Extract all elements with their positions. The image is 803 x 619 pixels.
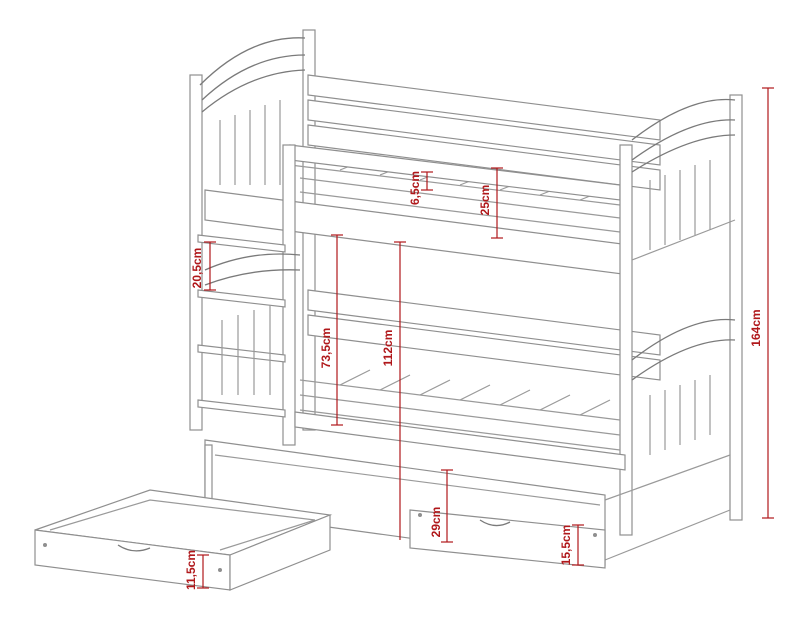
label-clearance: 73,5cm [319, 328, 333, 369]
ladder [197, 234, 286, 418]
label-upper-rail: 25cm [478, 185, 492, 216]
label-trundle-height: 29cm [429, 507, 443, 538]
label-ladder-step: 20,5cm [190, 248, 204, 289]
back-panels [307, 74, 661, 381]
label-drawer-left: 11,5cm [184, 550, 198, 590]
trundle [204, 439, 731, 569]
label-drawer-right: 15,5cm [559, 525, 573, 566]
upper-front-rail [204, 144, 631, 446]
right-headboard [619, 94, 743, 536]
separate-drawer [34, 489, 333, 591]
dimension-labels: 164cm 112cm 73,5cm 25cm 6,5cm 20,5cm 29c… [184, 171, 763, 590]
label-rail-gap: 6,5cm [408, 171, 422, 205]
lower-bed [204, 253, 626, 471]
dimensions [197, 87, 774, 589]
label-floor-to-upper: 112cm [381, 330, 395, 367]
label-total-height: 164cm [749, 309, 763, 346]
